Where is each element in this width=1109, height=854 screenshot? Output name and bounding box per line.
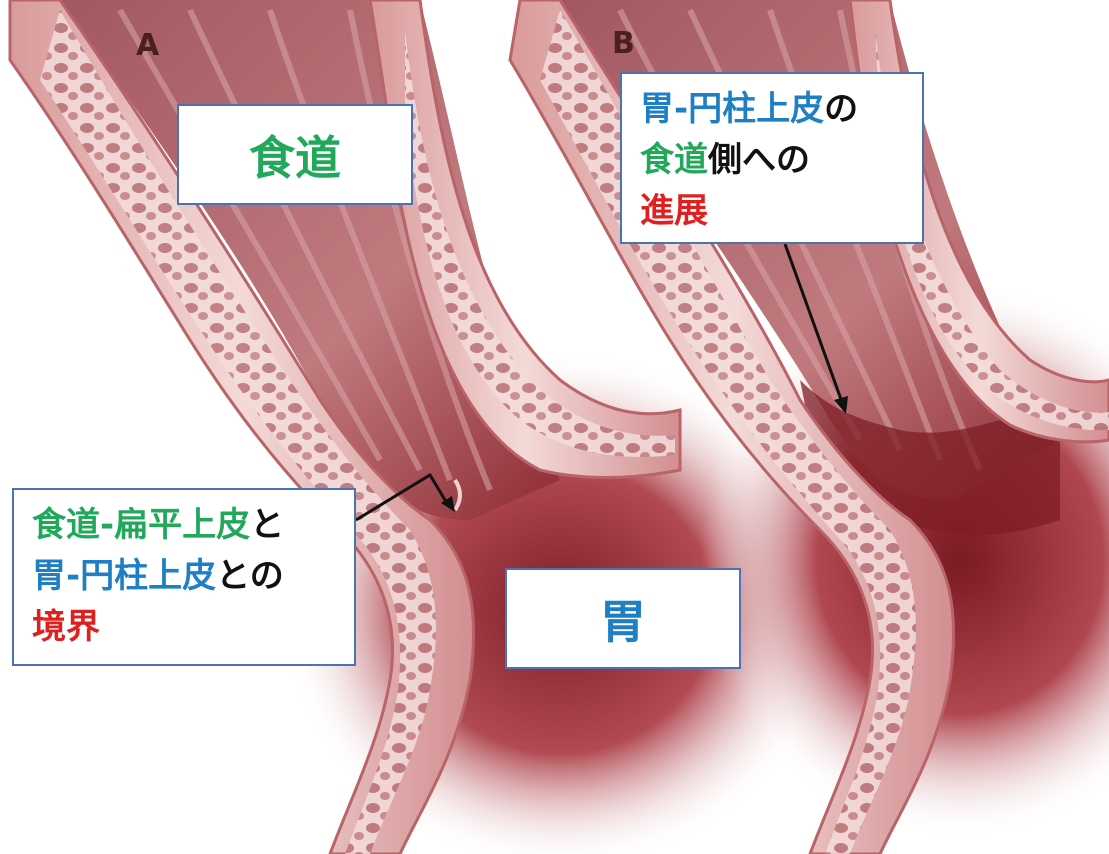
boundary-line-2-black: との: [216, 556, 284, 596]
extension-line-2-black: 側への: [708, 140, 810, 180]
panel-letter-a: A: [136, 28, 159, 63]
esophagus-label-text: 食道: [249, 122, 341, 188]
boundary-label: 食道‐扁平上皮と 胃‐円柱上皮との 境界: [12, 488, 356, 666]
extension-line-3-red: 進展: [640, 191, 708, 231]
boundary-line-1-black: と: [250, 505, 284, 545]
esophagus-label: 食道: [177, 104, 413, 205]
boundary-line-1-green: 食道‐扁平上皮: [32, 505, 250, 545]
extension-line-2-green: 食道: [640, 140, 708, 180]
boundary-line-3: 境界: [32, 602, 342, 653]
extension-label: 胃‐円柱上皮の 食道側への 進展: [620, 72, 924, 244]
extension-line-2: 食道側への: [640, 135, 910, 186]
extension-line-3: 進展: [640, 186, 910, 237]
stomach-label-text: 胃: [600, 586, 646, 652]
stomach-label: 胃: [505, 568, 741, 669]
boundary-line-3-red: 境界: [32, 607, 100, 647]
extension-line-1: 胃‐円柱上皮の: [640, 84, 910, 135]
panel-letter-b: B: [612, 26, 635, 61]
boundary-line-1: 食道‐扁平上皮と: [32, 500, 342, 551]
extension-line-1-blue: 胃‐円柱上皮: [640, 89, 824, 129]
boundary-line-2: 胃‐円柱上皮との: [32, 551, 342, 602]
extension-line-1-black: の: [824, 89, 858, 129]
boundary-line-2-blue: 胃‐円柱上皮: [32, 556, 216, 596]
